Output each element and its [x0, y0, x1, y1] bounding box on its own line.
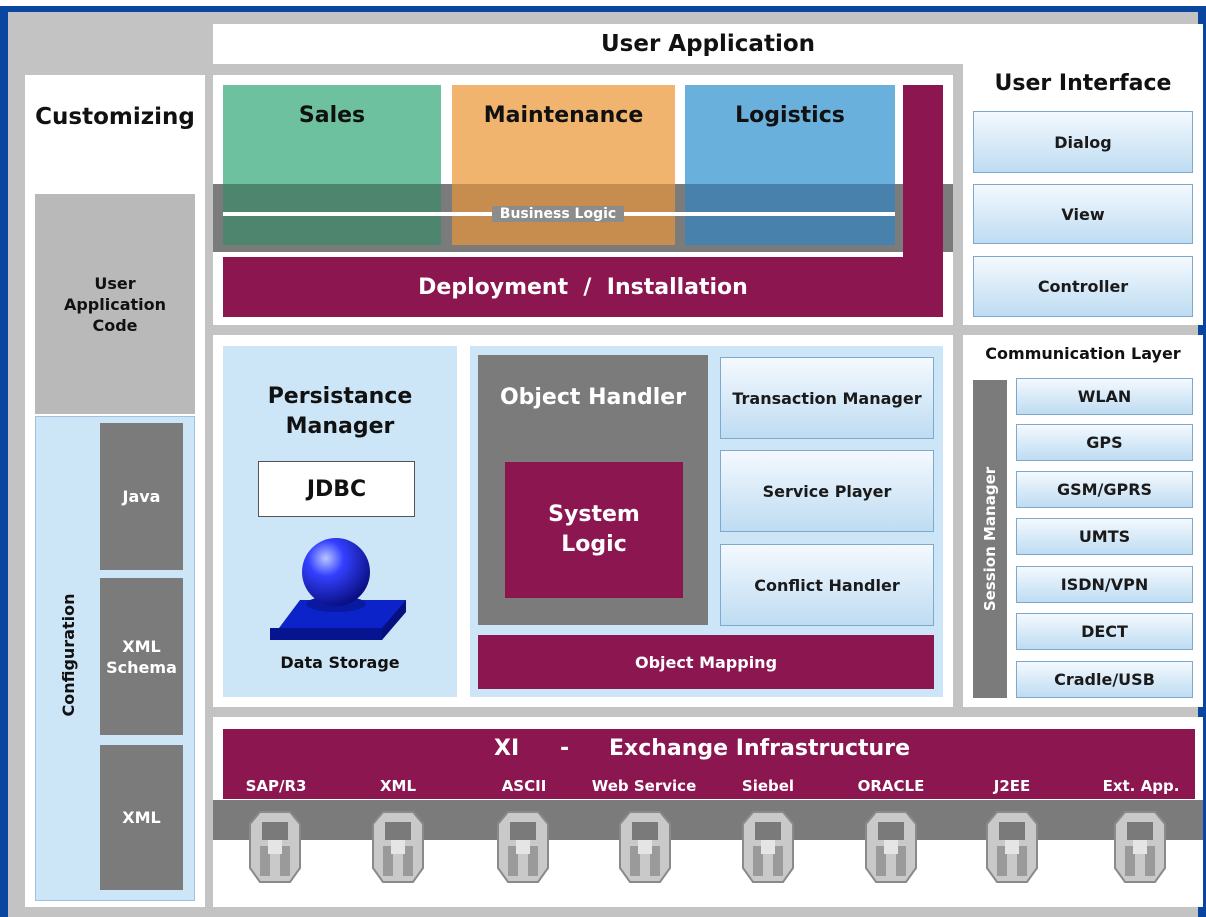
connector-label-ext-app: Ext. App.	[1102, 777, 1180, 795]
comm-item-isdn-vpn: ISDN/VPN	[1016, 566, 1193, 603]
configuration-label: Configuration	[58, 593, 78, 717]
xi-gray-band	[213, 800, 1203, 840]
session-manager-label: Session Manager	[981, 466, 999, 612]
connector-plug-icon	[616, 806, 674, 890]
connector-plug-icon	[494, 806, 552, 890]
user-interface-title: User Interface	[994, 70, 1172, 96]
persistence-manager-title: Persistance Manager	[267, 384, 413, 439]
view-box: View	[973, 184, 1193, 244]
connector-plug-icon	[369, 806, 427, 890]
business-logic-label: Business Logic	[483, 203, 633, 225]
session-manager-bar	[973, 380, 1007, 698]
connector-label-xml: XML	[379, 777, 417, 795]
transaction-manager-box: Transaction Manager	[720, 357, 934, 439]
deployment-installation-bar: Deployment / Installation	[223, 257, 943, 317]
dialog-box: Dialog	[973, 111, 1193, 173]
module-logistics: Logistics	[685, 85, 895, 245]
comm-item-wlan: WLAN	[1016, 378, 1193, 415]
connector-label-siebel: Siebel	[741, 777, 795, 795]
connector-plug-icon	[1111, 806, 1169, 890]
connector-label-j2ee: J2EE	[993, 777, 1031, 795]
connector-label-oracle: ORACLE	[857, 777, 925, 795]
comm-item-cradle-usb: Cradle/USB	[1016, 661, 1193, 698]
communication-layer-title: Communication Layer	[985, 343, 1181, 363]
xi-title: Exchange Infrastructure	[609, 736, 910, 761]
connector-label-web-service: Web Service	[591, 777, 697, 795]
customizing-title: Customizing	[35, 104, 195, 130]
user-application-title: User Application	[213, 24, 1203, 64]
comm-item-gsm-gprs: GSM/GPRS	[1016, 471, 1193, 508]
data-storage-label: Data Storage	[280, 652, 400, 672]
connector-plug-icon	[739, 806, 797, 890]
comm-item-umts: UMTS	[1016, 518, 1193, 555]
xi-title-dash: -	[560, 736, 570, 761]
xi-bar	[223, 729, 1195, 799]
config-item-xml-schema: XML Schema	[100, 578, 183, 735]
comm-item-gps: GPS	[1016, 424, 1193, 461]
comm-item-dect: DECT	[1016, 613, 1193, 650]
service-player-box: Service Player	[720, 450, 934, 532]
connector-plug-icon	[983, 806, 1041, 890]
jdbc-box: JDBC	[258, 461, 415, 517]
xi-title-abbr: XI	[494, 736, 520, 761]
module-sales: Sales	[223, 85, 441, 245]
connector-label-sap-r3: SAP/R3	[245, 777, 307, 795]
module-sales-label: Sales	[298, 103, 366, 128]
module-maintenance-label: Maintenance	[483, 103, 644, 128]
connector-plug-icon	[246, 806, 304, 890]
config-item-java: Java	[100, 423, 183, 570]
config-item-xml: XML	[100, 745, 183, 890]
module-logistics-label: Logistics	[735, 103, 845, 128]
controller-box: Controller	[973, 256, 1193, 317]
database-icon	[264, 528, 412, 646]
connector-plug-icon	[862, 806, 920, 890]
system-logic-box: System Logic	[505, 462, 683, 598]
object-mapping-bar: Object Mapping	[478, 635, 934, 689]
connector-label-ascii: ASCII	[501, 777, 547, 795]
object-handler-title: Object Handler	[499, 384, 687, 410]
conflict-handler-box: Conflict Handler	[720, 544, 934, 626]
user-application-code: User Application Code	[35, 194, 195, 414]
